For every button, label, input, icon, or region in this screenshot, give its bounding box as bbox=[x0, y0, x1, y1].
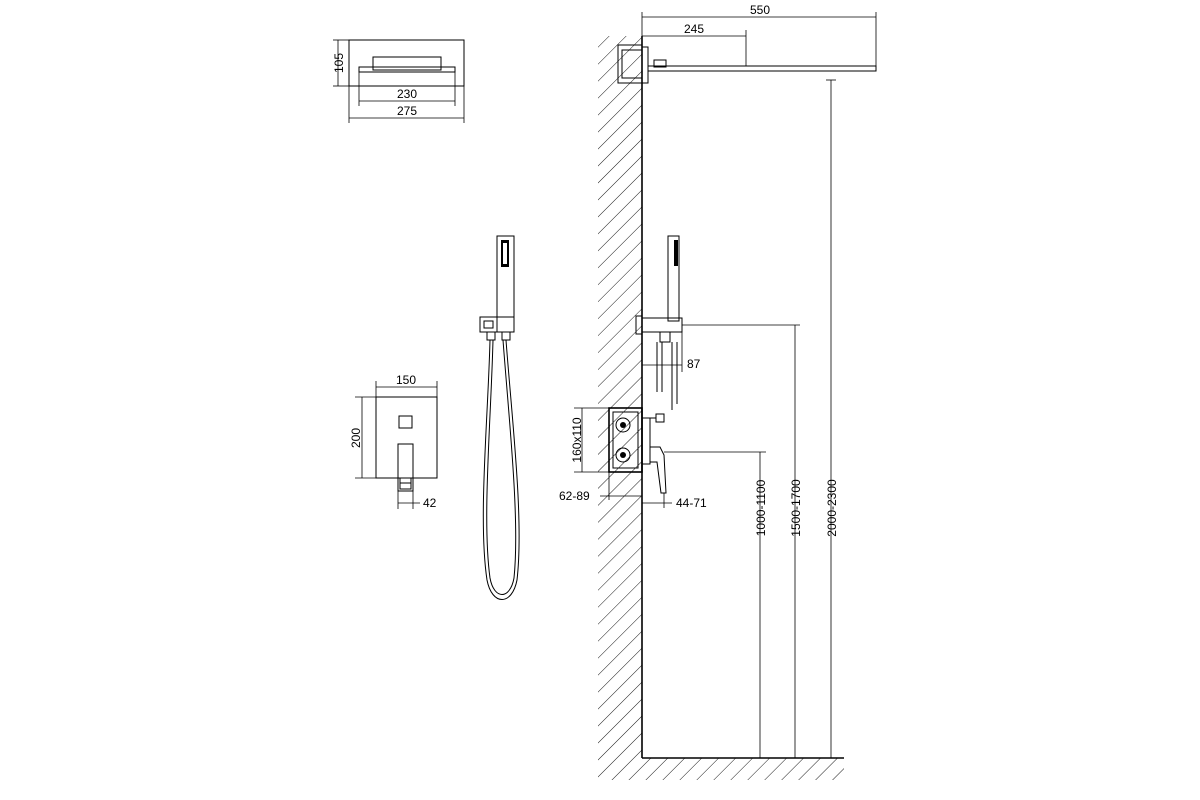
head-width-label: 275 bbox=[397, 104, 417, 118]
arm-inner-label: 245 bbox=[684, 22, 704, 36]
mixer-panel-front-view: 150 200 42 bbox=[349, 373, 438, 510]
box-depth-label: 62-89 bbox=[559, 489, 590, 503]
arm-length-label: 550 bbox=[750, 3, 770, 17]
wall-section bbox=[598, 36, 643, 758]
head-inner-width-label: 230 bbox=[397, 87, 417, 101]
shower-arm-side-view: 550 245 bbox=[617, 3, 877, 84]
holder-offset-label: 87 bbox=[687, 357, 701, 371]
panel-width-label: 150 bbox=[396, 373, 416, 387]
hand-shower-with-hose bbox=[479, 235, 520, 600]
concealed-box-side-view: 160x110 62-89 44-71 bbox=[559, 407, 766, 510]
hand-shower-holder-side-view: 87 bbox=[635, 235, 800, 410]
head-mount-height-label: 2000-2300 bbox=[825, 479, 839, 537]
height-dimensions: 1000-1100 1500-1700 2000-2300 bbox=[754, 79, 839, 758]
box-height-label: 160x110 bbox=[570, 417, 584, 462]
shower-head-front-view: 105 230 275 bbox=[332, 39, 465, 123]
panel-height-label: 200 bbox=[349, 428, 363, 448]
mixer-height-label: 1000-1100 bbox=[754, 479, 768, 536]
head-height-label: 105 bbox=[332, 53, 346, 73]
lever-depth-label: 44-71 bbox=[676, 496, 707, 510]
holder-height-label: 1500-1700 bbox=[789, 479, 803, 537]
lever-offset-label: 42 bbox=[423, 496, 437, 510]
floor-section bbox=[598, 757, 844, 780]
